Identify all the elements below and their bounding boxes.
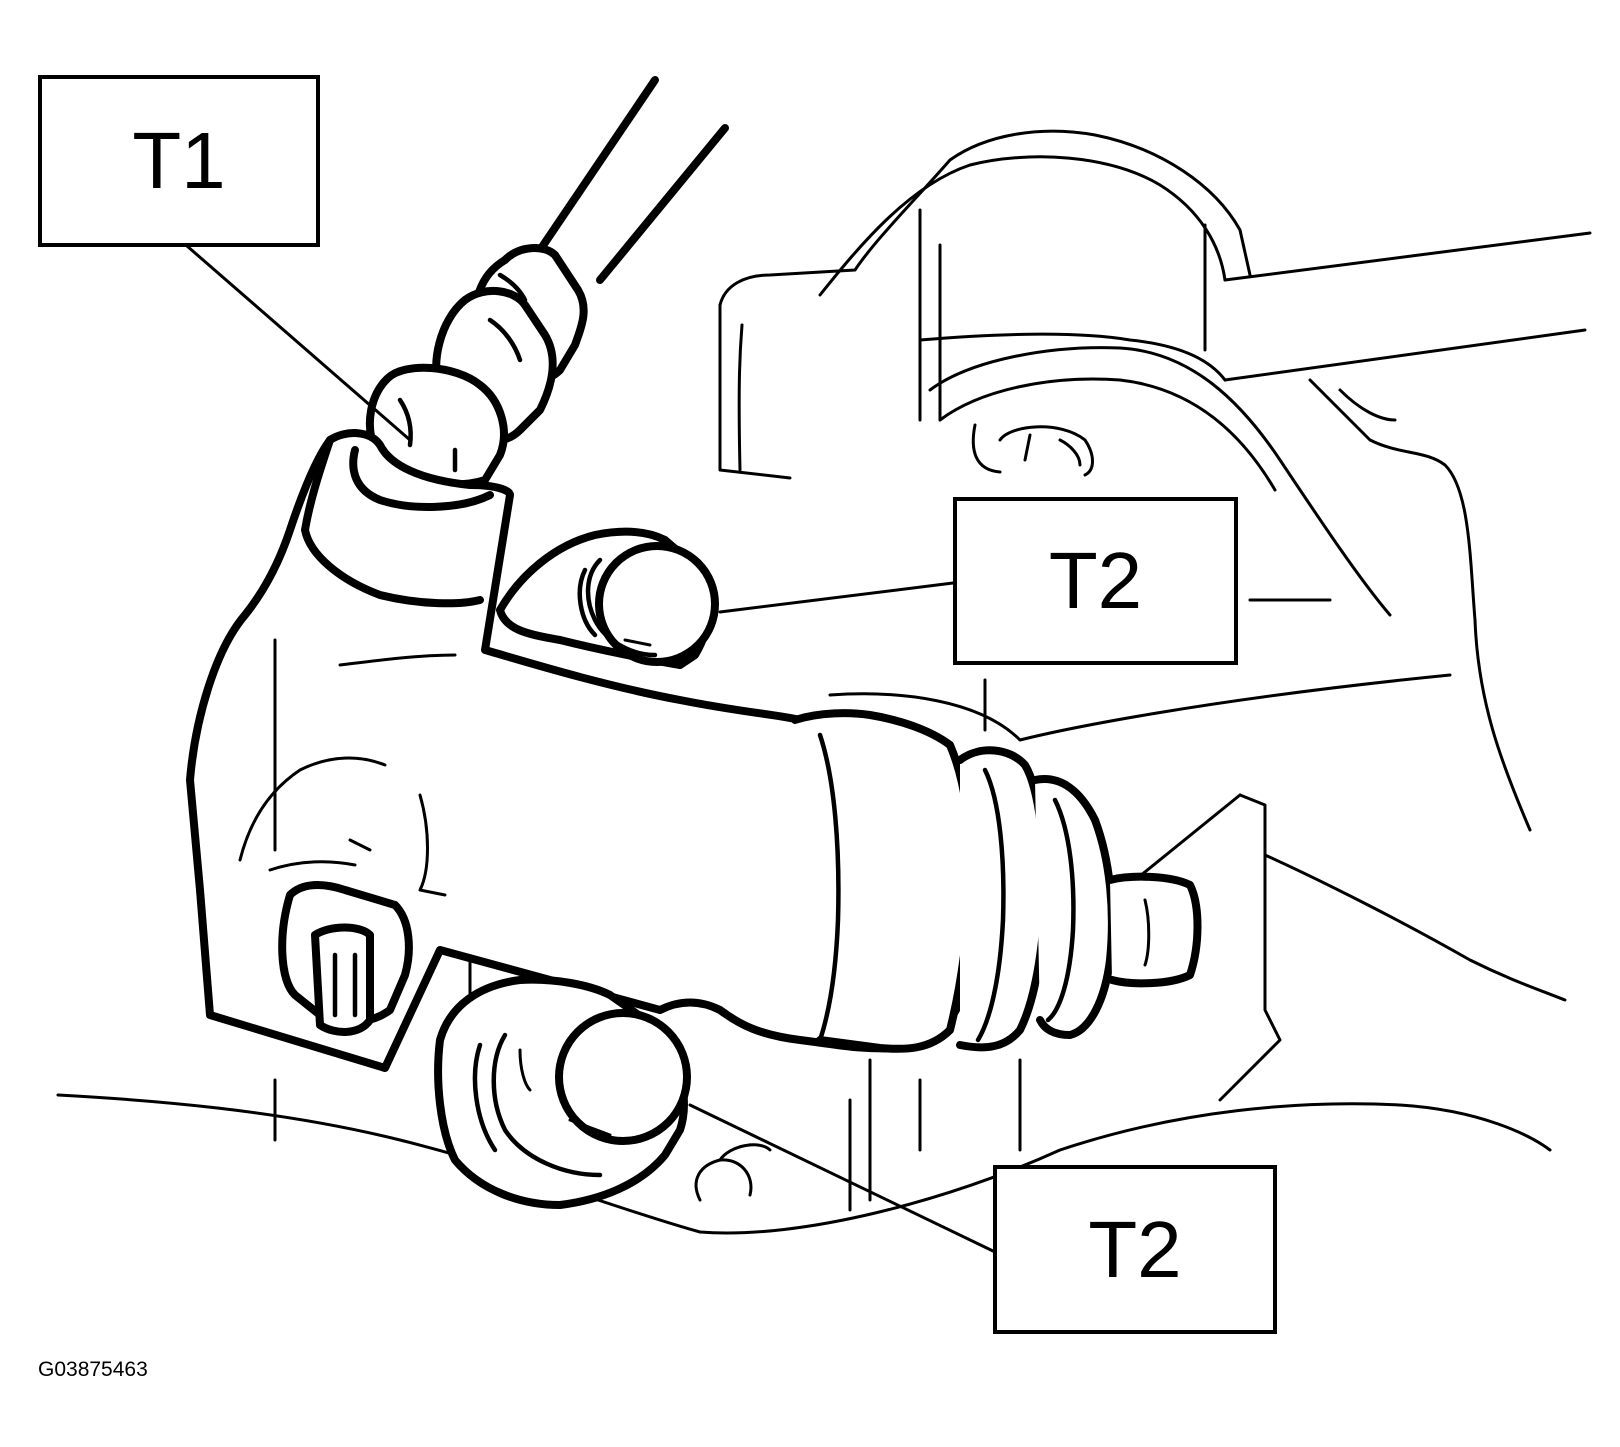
lower-housing xyxy=(56,793,1567,1235)
callout-t2-upper: T2 xyxy=(953,497,1238,665)
lower-bolt xyxy=(434,975,691,1209)
leader-t1 xyxy=(185,244,412,442)
upper-bolt xyxy=(496,527,719,669)
leader-lines xyxy=(185,244,995,1253)
rear-bracket xyxy=(718,129,1592,832)
fluid-line xyxy=(365,76,729,489)
mounting-nut xyxy=(278,881,413,1036)
leader-t2-upper xyxy=(718,581,955,614)
leader-t2-lower xyxy=(688,1103,995,1253)
callout-t1: T1 xyxy=(38,75,320,247)
callout-t2-lower: T2 xyxy=(993,1165,1277,1334)
dust-boot xyxy=(791,709,1202,1053)
figure-id: G03875463 xyxy=(38,1358,148,1381)
